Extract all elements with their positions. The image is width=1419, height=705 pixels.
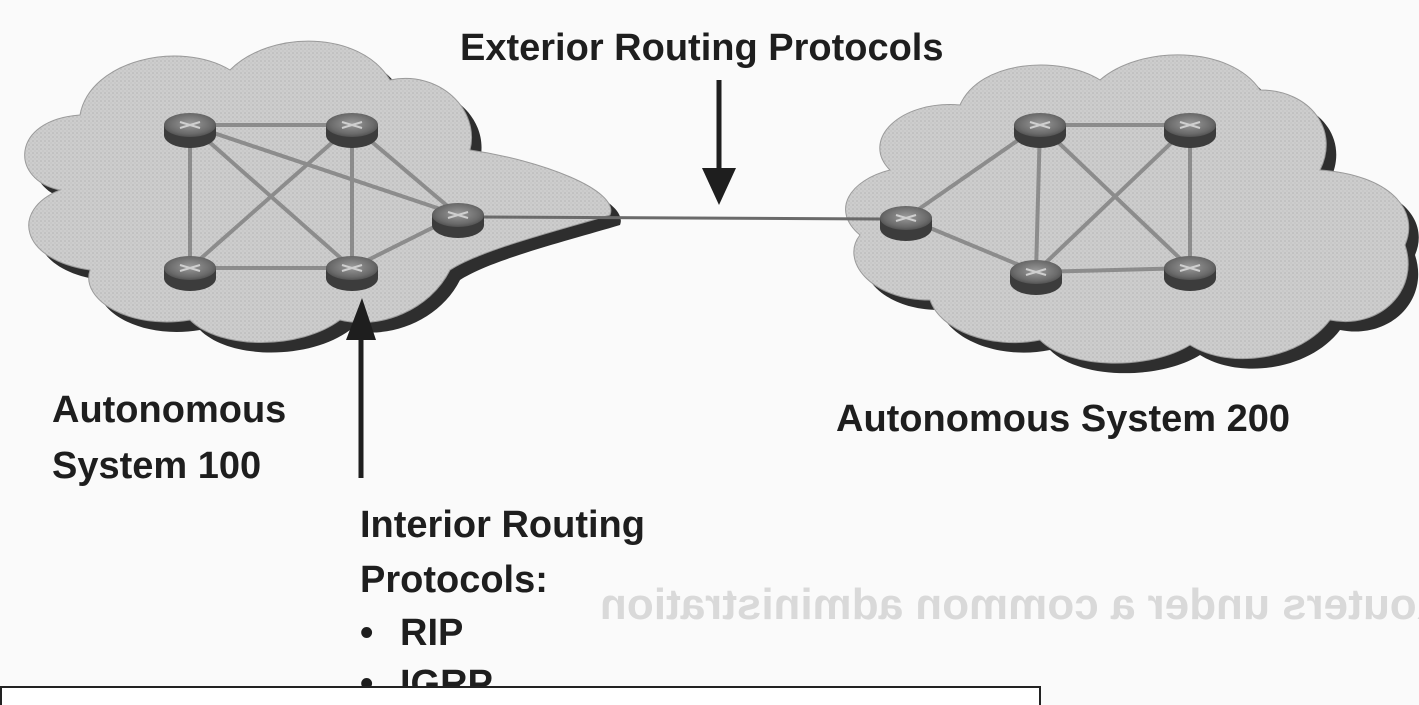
router-icon [1010, 260, 1062, 295]
routers [164, 113, 1216, 295]
protocol-list-item: • RIP [360, 614, 463, 652]
router-icon [326, 256, 378, 291]
as100-cloud [24, 40, 621, 353]
interior-protocols-label-line2: Protocols: [360, 559, 548, 601]
as100-links [188, 123, 460, 270]
router-icon [1164, 256, 1216, 291]
router-icon [164, 256, 216, 291]
link [188, 123, 354, 270]
exterior-arrow [702, 80, 736, 205]
protocol-name: RIP [400, 612, 464, 654]
router-icon [880, 206, 932, 241]
as100-label-line2: System 100 [52, 445, 262, 487]
router-icon [164, 113, 216, 148]
router-icon [432, 203, 484, 238]
link [1034, 123, 1192, 274]
link [189, 123, 459, 217]
router-icon [326, 113, 378, 148]
overlay-box [0, 686, 1041, 705]
exterior-link [481, 215, 881, 221]
as100-label-line1: Autonomous [52, 389, 287, 431]
as200-label: Autonomous System 200 [836, 398, 1290, 440]
exterior-protocols-label: Exterior Routing Protocols [460, 27, 944, 69]
link [1034, 124, 1042, 273]
router-icon [1014, 113, 1066, 148]
bullet: • [360, 612, 374, 654]
interior-arrow [346, 298, 376, 478]
interior-protocols-label-line1: Interior Routing [360, 504, 645, 546]
router-icon [1164, 113, 1216, 148]
